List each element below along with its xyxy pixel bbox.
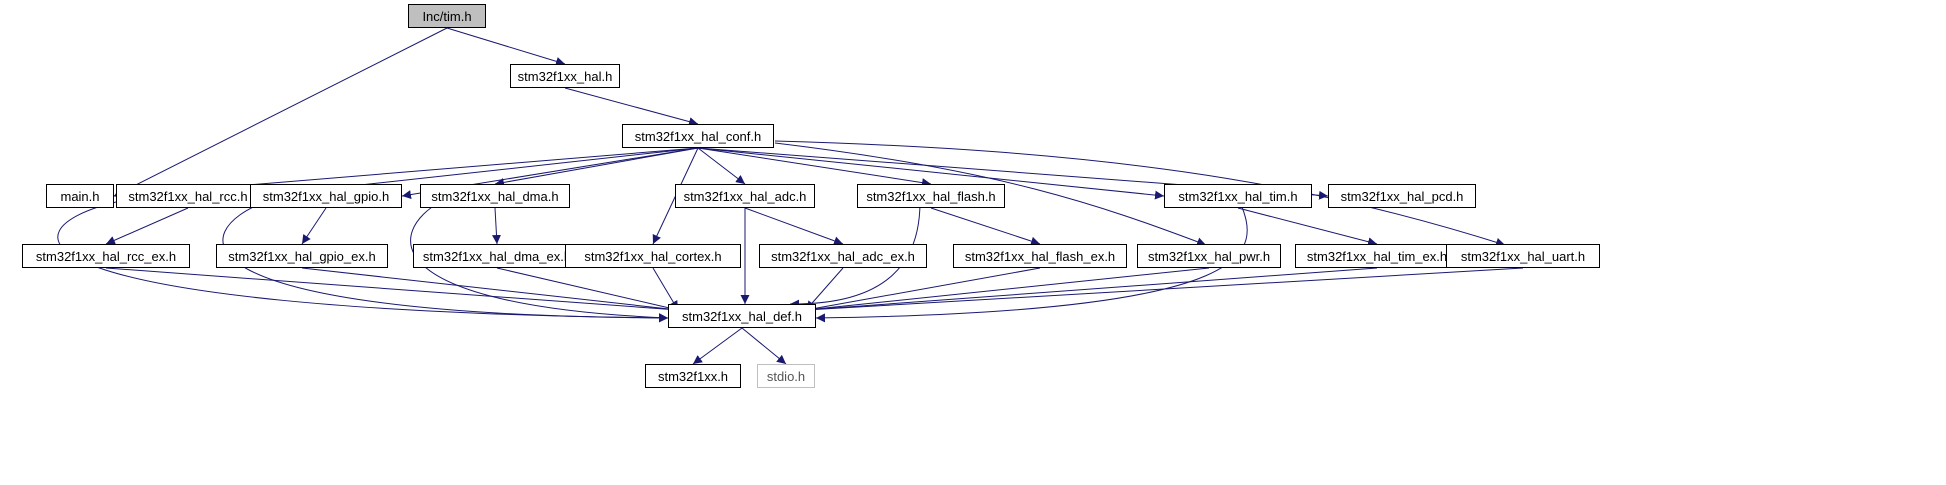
node-stm32f1xx-hal-adc-ex-h[interactable]: stm32f1xx_hal_adc_ex.h — [759, 244, 927, 268]
edge-pwr-to-def — [805, 267, 1210, 314]
edge-conf-to-dma — [494, 147, 699, 187]
edge-gpio_ex-to-def — [301, 267, 679, 314]
node-stm32f1xx-hal-flash-h[interactable]: stm32f1xx_hal_flash.h — [857, 184, 1005, 208]
node-stm32f1xx-hal-rcc-ex-h[interactable]: stm32f1xx_hal_rcc_ex.h — [22, 244, 190, 268]
edge-conf-to-uart — [774, 140, 1506, 247]
edge-tim-to-def — [815, 201, 1248, 323]
edge-conf-to-adc — [697, 147, 746, 185]
edge-flash-to-flash_ex — [930, 207, 1041, 246]
node-stm32f1xx-hal-cortex-h[interactable]: stm32f1xx_hal_cortex.h — [565, 244, 741, 268]
edge-root-to-hal — [446, 27, 566, 66]
edge-root-to-main — [113, 27, 448, 197]
edge-flash_ex-to-def — [805, 267, 1041, 313]
node-stm32f1xx-hal-pcd-h[interactable]: stm32f1xx_hal_pcd.h — [1328, 184, 1476, 208]
node-stm32f1xx-hal-adc-h[interactable]: stm32f1xx_hal_adc.h — [675, 184, 815, 208]
node-stm32f1xx-hal-dma-h[interactable]: stm32f1xx_hal_dma.h — [420, 184, 570, 208]
edge-adc_ex-to-def — [805, 267, 844, 311]
node-stm32f1xx-hal-h[interactable]: stm32f1xx_hal.h — [510, 64, 620, 88]
edge-gpio-to-def — [222, 201, 669, 323]
edge-uart-to-def — [805, 267, 1524, 314]
node-stm32f1xx-hal-tim-ex-h[interactable]: stm32f1xx_hal_tim_ex.h — [1295, 244, 1459, 268]
node-stm32f1xx-hal-dma-ex-h[interactable]: stm32f1xx_hal_dma_ex.h — [413, 244, 581, 268]
node-stm32f1xx-hal-def-h[interactable]: stm32f1xx_hal_def.h — [668, 304, 816, 328]
edge-rcc_ex-to-def — [105, 267, 679, 314]
edge-rcc-to-rcc_ex — [105, 207, 189, 245]
edge-dma-to-dma_ex — [492, 207, 501, 245]
edge-gpio-to-gpio_ex — [301, 207, 327, 245]
node-inc-tim-h: Inc/tim.h — [408, 4, 486, 28]
node-stm32f1xx-hal-rcc-h[interactable]: stm32f1xx_hal_rcc.h — [116, 184, 260, 208]
edge-flash-to-def — [789, 201, 921, 309]
edge-hal-to-conf — [564, 87, 699, 126]
node-stm32f1xx-hal-gpio-ex-h[interactable]: stm32f1xx_hal_gpio_ex.h — [216, 244, 388, 268]
node-main-h[interactable]: main.h — [46, 184, 114, 208]
node-stm32f1xx-hal-conf-h[interactable]: stm32f1xx_hal_conf.h — [622, 124, 774, 148]
edge-adc-to-adc_ex — [744, 207, 844, 246]
edge-cortex-to-def — [652, 267, 679, 311]
node-stm32f1xx-h[interactable]: stm32f1xx.h — [645, 364, 741, 388]
edge-conf-to-flash — [697, 147, 932, 188]
node-stm32f1xx-hal-pwr-h[interactable]: stm32f1xx_hal_pwr.h — [1137, 244, 1281, 268]
edge-tim-to-tim_ex — [1237, 207, 1378, 247]
node-stdio-h: stdio.h — [757, 364, 815, 388]
node-stm32f1xx-hal-tim-h[interactable]: stm32f1xx_hal_tim.h — [1164, 184, 1312, 208]
edge-dma_ex-to-def — [496, 267, 679, 313]
edge-conf-to-tim — [697, 147, 1165, 200]
node-stm32f1xx-hal-gpio-h[interactable]: stm32f1xx_hal_gpio.h — [250, 184, 402, 208]
node-stm32f1xx-hal-flash-ex-h[interactable]: stm32f1xx_hal_flash_ex.h — [953, 244, 1127, 268]
edge-def-to-stdio — [741, 327, 787, 365]
node-stm32f1xx-hal-uart-h[interactable]: stm32f1xx_hal_uart.h — [1446, 244, 1600, 268]
edge-def-to-f1xx — [692, 327, 743, 365]
edge-tim_ex-to-def — [805, 267, 1378, 314]
edge-conf-to-pwr — [774, 142, 1207, 247]
